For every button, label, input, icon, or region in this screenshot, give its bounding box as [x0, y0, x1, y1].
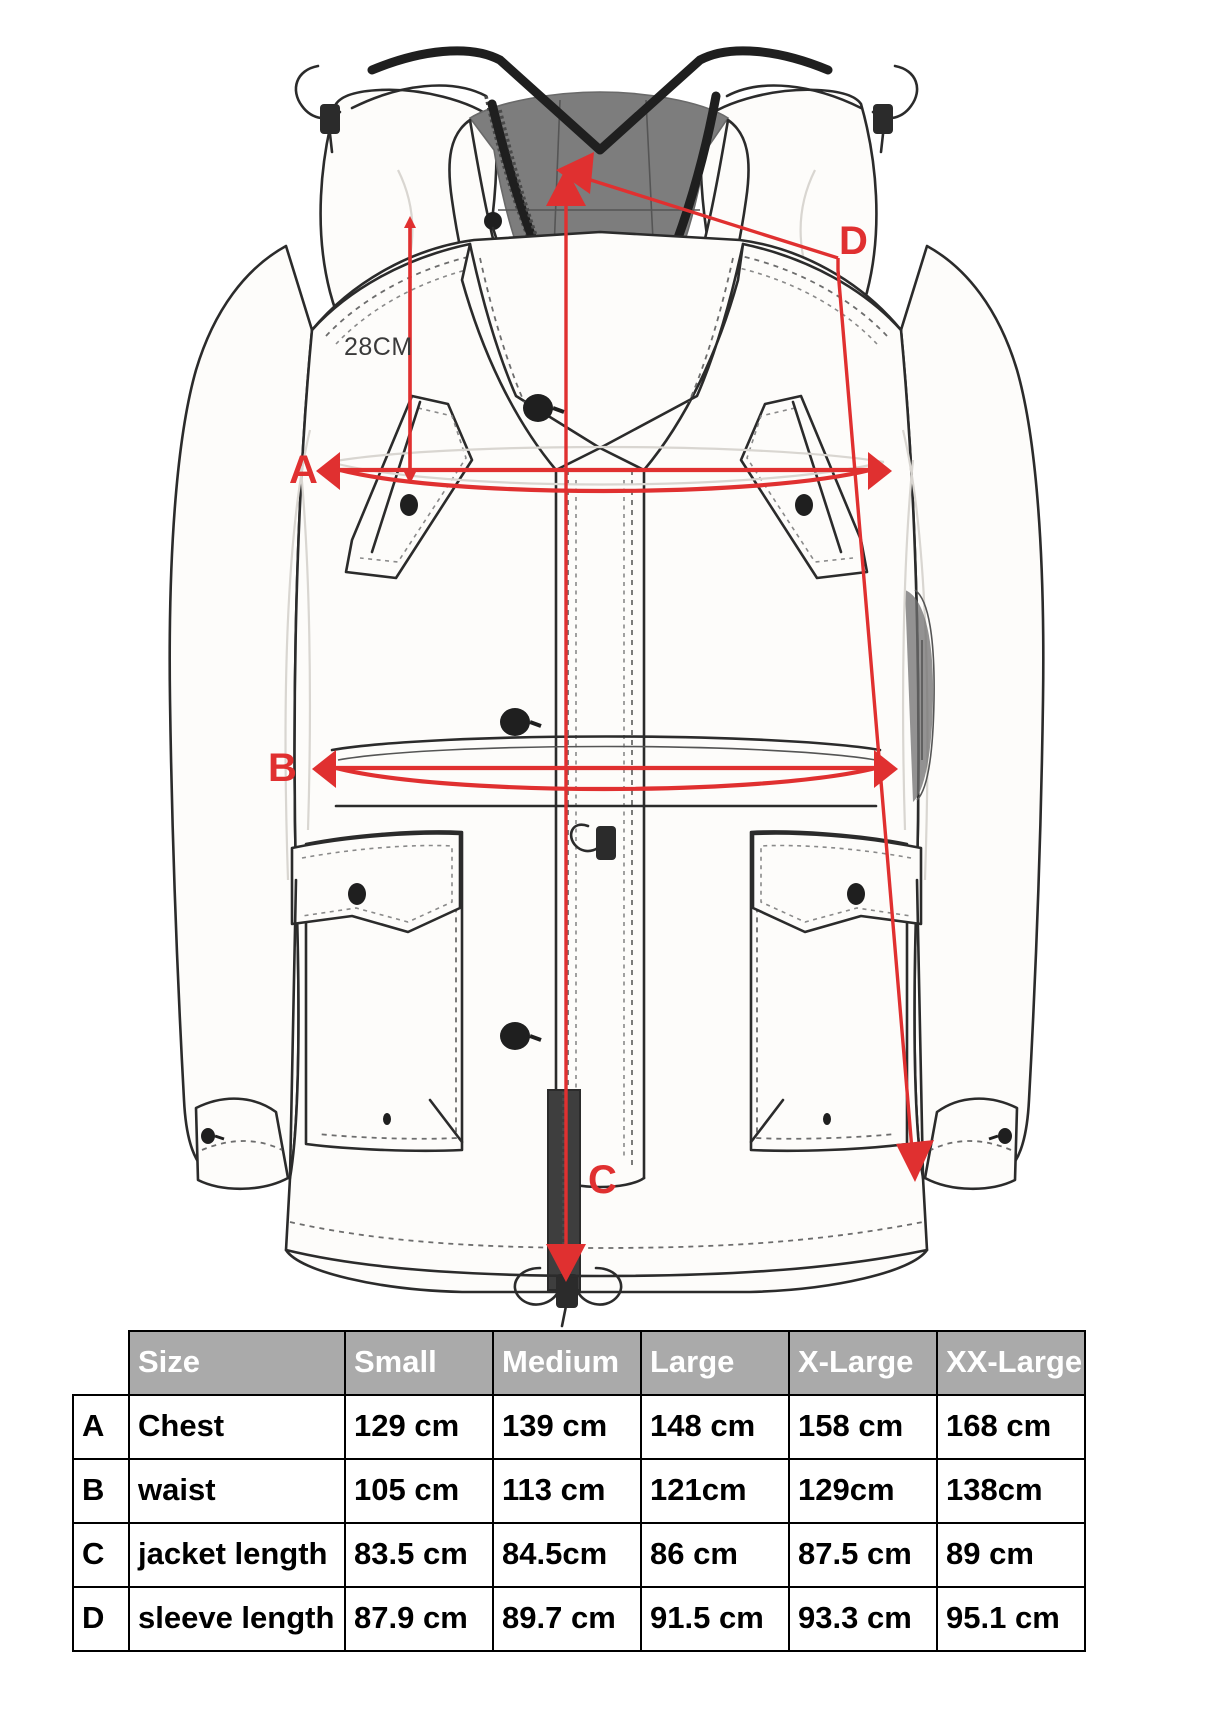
cell-jacket-length-x-large: 87.5 cm	[788, 1522, 938, 1588]
row-key-b: B	[72, 1458, 130, 1524]
cell-jacket-length-medium: 84.5cm	[492, 1522, 642, 1588]
cell-jacket-length-large: 86 cm	[640, 1522, 790, 1588]
cell-waist-small: 105 cm	[344, 1458, 494, 1524]
cell-chest-small: 129 cm	[344, 1394, 494, 1460]
table-row: B waist 105 cm 113 cm 121cm 129cm 138cm	[72, 1458, 1086, 1524]
measurement-label-a: A	[289, 448, 318, 492]
table-row: A Chest 129 cm 139 cm 148 cm 158 cm 168 …	[72, 1394, 1086, 1460]
cell-chest-medium: 139 cm	[492, 1394, 642, 1460]
row-key-c: C	[72, 1522, 130, 1588]
table-row: C jacket length 83.5 cm 84.5cm 86 cm 87.…	[72, 1522, 1086, 1588]
row-label-chest: Chest	[128, 1394, 346, 1460]
row-label-sleeve-length: sleeve length	[128, 1586, 346, 1652]
table-row: D sleeve length 87.9 cm 89.7 cm 91.5 cm …	[72, 1586, 1086, 1652]
measurement-label-d: D	[839, 219, 868, 263]
column-header-large: Large	[640, 1330, 790, 1396]
table-header-row: Size Small Medium Large X-Large XX-Large	[72, 1330, 1086, 1396]
column-header-xx-large: XX-Large	[936, 1330, 1086, 1396]
cell-sleeve-length-large: 91.5 cm	[640, 1586, 790, 1652]
row-key-d: D	[72, 1586, 130, 1652]
cell-sleeve-length-xx-large: 95.1 cm	[936, 1586, 1086, 1652]
jacket-diagram: .ol { fill:#fdfcfa; stroke:#2b2b2b; stro…	[168, 46, 1045, 1328]
jacket-technical-illustration: .ol { fill:#fdfcfa; stroke:#2b2b2b; stro…	[168, 46, 1045, 1328]
cell-waist-xx-large: 138cm	[936, 1458, 1086, 1524]
cell-waist-large: 121cm	[640, 1458, 790, 1524]
cell-sleeve-length-medium: 89.7 cm	[492, 1586, 642, 1652]
cell-jacket-length-small: 83.5 cm	[344, 1522, 494, 1588]
table-body: A Chest 129 cm 139 cm 148 cm 158 cm 168 …	[72, 1394, 1086, 1652]
row-label-waist: waist	[128, 1458, 346, 1524]
cell-waist-x-large: 129cm	[788, 1458, 938, 1524]
row-label-jacket-length: jacket length	[128, 1522, 346, 1588]
row-key-a: A	[72, 1394, 130, 1460]
cell-sleeve-length-x-large: 93.3 cm	[788, 1586, 938, 1652]
size-chart-table: Size Small Medium Large X-Large XX-Large…	[72, 1330, 1086, 1652]
column-header-size: Size	[128, 1330, 346, 1396]
cell-chest-large: 148 cm	[640, 1394, 790, 1460]
cell-chest-x-large: 158 cm	[788, 1394, 938, 1460]
size-chart-table-container: Size Small Medium Large X-Large XX-Large…	[72, 1330, 1086, 1652]
cell-chest-xx-large: 168 cm	[936, 1394, 1086, 1460]
measurement-label-c: C	[588, 1158, 617, 1202]
cell-jacket-length-xx-large: 89 cm	[936, 1522, 1086, 1588]
measurement-label-b: B	[268, 746, 297, 790]
table-corner-cell	[72, 1330, 130, 1396]
cell-sleeve-length-small: 87.9 cm	[344, 1586, 494, 1652]
cell-waist-medium: 113 cm	[492, 1458, 642, 1524]
column-header-small: Small	[344, 1330, 494, 1396]
column-header-medium: Medium	[492, 1330, 642, 1396]
column-header-x-large: X-Large	[788, 1330, 938, 1396]
hood-height-annotation: 28CM	[344, 333, 413, 361]
table-header: Size Small Medium Large X-Large XX-Large	[72, 1330, 1086, 1396]
